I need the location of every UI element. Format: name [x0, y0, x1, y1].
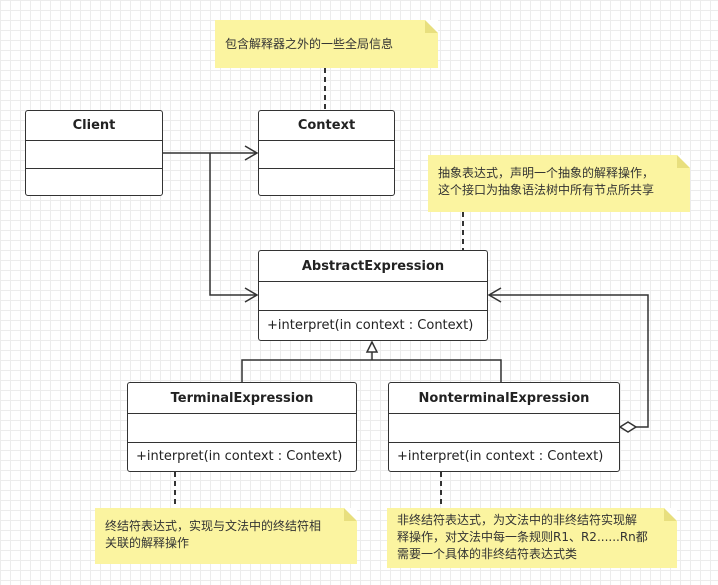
abstract-note-text: 抽象表达式，声明一个抽象的解释操作， 这个接口为抽象语法树中所有节点所共享: [438, 166, 655, 197]
context-class[interactable]: Context: [258, 110, 395, 196]
client-abstract-association: [209, 153, 256, 296]
nonterminal-expression-class-attributes: [389, 414, 619, 443]
abstract-expression-operation: +interpret(in context : Context): [267, 317, 474, 333]
aggregation-arrowhead: [487, 287, 502, 303]
abstract-expression-class-attributes: [259, 282, 487, 311]
client-class[interactable]: Client: [25, 110, 163, 196]
terminal-expression-class-attributes: [128, 414, 356, 443]
aggregation-line: [490, 294, 649, 428]
context-class-name: Context: [259, 111, 394, 141]
nonterminal-expression-class[interactable]: NonterminalExpression +interpret(in cont…: [388, 382, 620, 472]
abstract-expression-class-name: AbstractExpression: [259, 251, 487, 282]
terminal-note[interactable]: 终结符表达式，实现与文法中的终结符相 关联的解释操作: [95, 508, 357, 564]
terminal-generalization: [241, 359, 372, 382]
abstract-expression-class[interactable]: AbstractExpression +interpret(in context…: [258, 250, 488, 341]
client-class-operations: [26, 169, 162, 194]
terminal-expression-operation: +interpret(in context : Context): [136, 449, 343, 464]
client-context-arrowhead: [244, 145, 259, 161]
nonterminal-note-text: 非终结符表达式，为文法中的非终结符实现解 释操作，对文法中每一条规则R1、R2.…: [397, 513, 648, 561]
context-note[interactable]: 包含解释器之外的一些全局信息: [215, 20, 438, 68]
terminal-expression-class[interactable]: TerminalExpression +interpret(in context…: [127, 382, 357, 472]
client-class-attributes: [26, 141, 162, 169]
nonterminal-expression-operation: +interpret(in context : Context): [397, 449, 604, 464]
context-class-operations: [259, 169, 394, 194]
context-class-attributes: [259, 141, 394, 169]
terminal-note-text: 终结符表达式，实现与文法中的终结符相 关联的解释操作: [105, 519, 322, 550]
nonterminal-expression-class-name: NonterminalExpression: [389, 383, 619, 414]
aggregation-diamond: [618, 421, 638, 433]
nonterminal-generalization: [372, 359, 502, 382]
terminal-expression-class-name: TerminalExpression: [128, 383, 356, 414]
generalization-triangle: [365, 340, 379, 353]
client-abstract-arrowhead: [244, 287, 259, 303]
abstract-note[interactable]: 抽象表达式，声明一个抽象的解释操作， 这个接口为抽象语法树中所有节点所共享: [428, 155, 690, 212]
client-class-name: Client: [26, 111, 162, 141]
nonterminal-note[interactable]: 非终结符表达式，为文法中的非终结符实现解 释操作，对文法中每一条规则R1、R2.…: [387, 508, 677, 568]
context-note-text: 包含解释器之外的一些全局信息: [225, 36, 394, 51]
